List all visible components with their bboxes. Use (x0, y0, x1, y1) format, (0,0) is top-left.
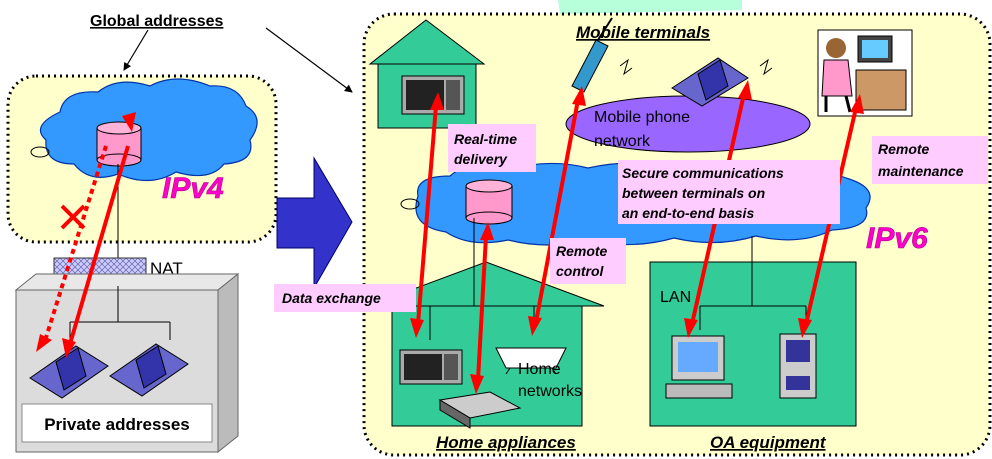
remote-maintenance-callout (872, 136, 988, 184)
printer-server-icon (779, 333, 817, 399)
realtime-delivery-arrow (410, 92, 444, 338)
bathtub-icon (495, 347, 567, 375)
operator-picture (817, 29, 913, 117)
mobile-terminals-title: Mobile terminals (576, 23, 710, 42)
ipv4-cloud (39, 78, 258, 182)
signal-icon (619, 58, 633, 76)
laptop-icon (671, 57, 749, 107)
remote-control-text-2: control (556, 263, 605, 279)
global-pointer-right (265, 27, 353, 93)
blocked-x-icon (60, 204, 86, 230)
data-exchange-text: Data exchange (282, 290, 381, 306)
remote-control-arrow (528, 86, 586, 336)
signal-icon (759, 58, 773, 76)
nat-path-arrow (68, 145, 130, 345)
desktop-pc-icon (665, 335, 733, 399)
ipv6-label: IPv6 (866, 222, 928, 255)
blocked-path-arrow (42, 145, 108, 345)
data-exchange-callout (274, 284, 416, 312)
home-networks-label-1: Home (518, 361, 561, 378)
home-appliances-title: Home appliances (436, 433, 576, 452)
private-addresses-label: Private addresses (44, 415, 190, 434)
transition-arrow (276, 156, 353, 290)
secure-text-2: between terminals on (622, 185, 765, 201)
oa-equipment-title: OA equipment (710, 433, 827, 452)
ipv6-server-icon (465, 179, 513, 225)
remote-control-text-1: Remote (556, 243, 608, 259)
global-pointer-left (123, 29, 149, 71)
secure-text-1: Secure communications (622, 165, 784, 181)
secure-text-3: an end-to-end basis (622, 205, 754, 221)
home-networks-label-2: networks (518, 383, 582, 400)
title-bar-fragment (558, 0, 742, 14)
realtime-delivery-text-1: Real-time (454, 131, 517, 147)
laptop-icon (29, 345, 109, 399)
microwave-icon (399, 349, 463, 385)
private-addresses-box (21, 403, 213, 443)
cloud-swirl (30, 146, 50, 158)
laptop-icon (109, 343, 189, 397)
video-recorder-icon (438, 391, 522, 429)
nat-label: NAT (150, 259, 183, 278)
remote-maintenance-text-2: maintenance (878, 163, 964, 179)
ipv4-server-icon (96, 121, 142, 167)
realtime-delivery-text-2: delivery (454, 151, 508, 167)
ipv4-label: IPv4 (162, 172, 224, 205)
lan-label: LAN (660, 289, 691, 306)
data-exchange-arrow (470, 222, 494, 394)
mobile-network-label-1: Mobile phone (594, 109, 690, 126)
realtime-delivery-callout (448, 124, 536, 172)
remote-control-callout (550, 238, 626, 284)
remote-maintenance-text-1: Remote (878, 141, 930, 157)
cloud-swirl (400, 198, 420, 210)
mobile-network-label-2: network (594, 133, 651, 150)
global-addresses-label: Global addresses (90, 13, 223, 30)
secure-communications-callout (618, 160, 840, 224)
